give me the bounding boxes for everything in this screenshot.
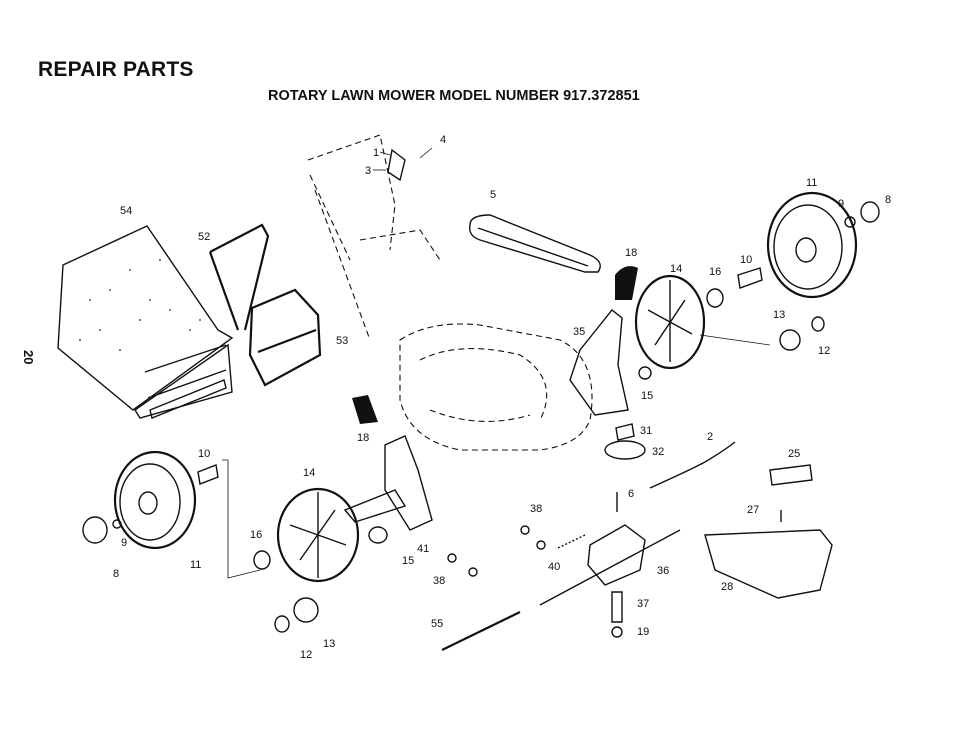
callout-12-right: 12 (818, 345, 830, 357)
callout-13-right: 13 (773, 309, 785, 321)
washer-16-right (706, 288, 724, 308)
wheel-adjuster-cover-18-top (615, 266, 638, 300)
callout-10-right: 10 (740, 254, 752, 266)
hubcap-8-right (860, 201, 880, 223)
callout-31: 31 (640, 425, 652, 437)
callout-54: 54 (120, 205, 132, 217)
transmission-36 (587, 524, 646, 586)
callout-18-left: 18 (357, 432, 369, 444)
callout-16-right: 16 (709, 266, 721, 278)
nut-38-d (536, 540, 546, 550)
rear-shield-28 (704, 529, 833, 599)
callout-10-left: 10 (198, 448, 210, 460)
catcher-frame-53 (248, 288, 322, 387)
callout-28: 28 (721, 581, 733, 593)
callout-4: 4 (440, 134, 446, 146)
grass-catcher-bag (57, 225, 234, 419)
callout-14-left: 14 (303, 467, 315, 479)
callout-1: 1 (373, 147, 379, 159)
spring-37 (611, 591, 623, 623)
callout-14-right: 14 (670, 263, 682, 275)
callout-36: 36 (657, 565, 669, 577)
callout-11-right: 11 (806, 177, 817, 189)
callout-41: 41 (417, 543, 429, 555)
washer-9-left (112, 519, 122, 529)
clip-12-left (274, 615, 290, 633)
handle-bracket-1 (387, 148, 406, 182)
catcher-frame-52 (208, 223, 270, 331)
washer-16-left (253, 550, 271, 570)
nut-38-c (520, 525, 530, 535)
callout-15-left: 15 (402, 555, 414, 567)
nut-38-b (468, 567, 478, 577)
callout-9-right: 9 (838, 198, 844, 210)
nut-15-left (368, 526, 388, 544)
callout-38-bottom: 38 (433, 575, 445, 587)
wheel-adjuster-cover-18-left (352, 395, 378, 424)
spring-40 (557, 534, 586, 549)
bushing-10-left (197, 464, 219, 485)
callout-35: 35 (573, 326, 585, 338)
page-title: REPAIR PARTS (38, 58, 194, 81)
callout-32: 32 (652, 446, 664, 458)
callout-13-left: 13 (323, 638, 335, 650)
pulley-32 (604, 440, 646, 460)
drive-belt-5 (469, 214, 601, 273)
callout-18-top: 18 (625, 247, 637, 259)
hubcap-8-left (82, 516, 108, 544)
callout-53: 53 (336, 335, 348, 347)
label-25 (769, 464, 813, 486)
callout-40: 40 (548, 561, 560, 573)
callout-3: 3 (365, 165, 371, 177)
drive-shaft (539, 529, 681, 606)
nut-38-a (447, 553, 457, 563)
callout-52: 52 (198, 231, 210, 243)
callout-55: 55 (431, 618, 443, 630)
height-adjuster-35 (569, 309, 629, 416)
front-wheel-left-11 (113, 450, 197, 550)
callout-38-top: 38 (530, 503, 542, 515)
height-adjuster-41 (384, 435, 433, 531)
washer-9-right (844, 216, 856, 228)
gear-13-right (779, 329, 801, 351)
callout-8-left: 8 (113, 568, 119, 580)
callout-37: 37 (637, 598, 649, 610)
callout-2: 2 (707, 431, 713, 443)
rear-wheel-right-11 (766, 191, 858, 299)
callout-19: 19 (637, 626, 649, 638)
callout-16-left: 16 (250, 529, 262, 541)
bushing-10-right (737, 267, 763, 289)
callout-9-left: 9 (121, 537, 127, 549)
callout-6: 6 (628, 488, 634, 500)
mower-deck (399, 323, 593, 451)
callout-27: 27 (747, 504, 759, 516)
callout-5: 5 (490, 189, 496, 201)
control-cable-2 (649, 441, 736, 489)
nut-19 (611, 626, 623, 638)
wheel-disc-14-right (634, 274, 706, 370)
callout-8-right: 8 (885, 194, 891, 206)
callout-15-right: 15 (641, 390, 653, 402)
gear-13-left (293, 597, 319, 623)
callout-25: 25 (788, 448, 800, 460)
wheel-disc-14-left (276, 487, 360, 583)
model-subtitle: ROTARY LAWN MOWER MODEL NUMBER 917.37285… (268, 88, 640, 104)
rod-55 (441, 611, 521, 651)
axle-shaft (343, 489, 407, 523)
clip-12-right (811, 316, 825, 332)
handle-assembly (307, 134, 441, 341)
nut-15-right (638, 366, 652, 380)
callout-12-left: 12 (300, 649, 312, 661)
callout-11-left: 11 (190, 559, 201, 571)
part-31 (615, 423, 635, 441)
